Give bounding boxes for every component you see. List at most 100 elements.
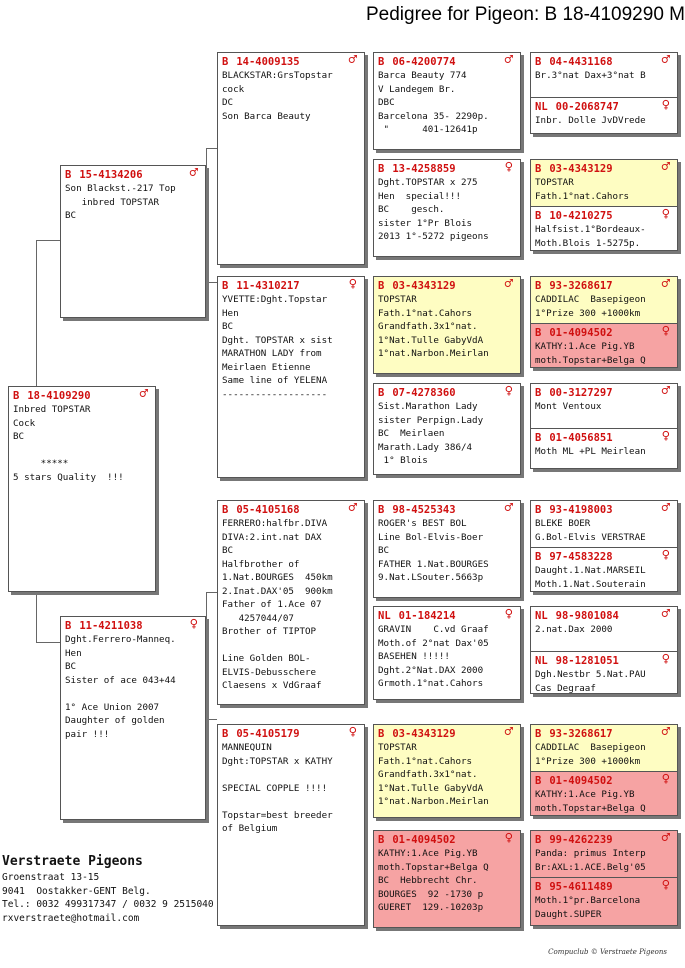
female-symbol-icon: ♀ bbox=[661, 547, 670, 563]
pigeon-notes: CADDILAC Basepigeon 1°Prize 300 +1000km bbox=[535, 294, 646, 319]
male-symbol-icon: ♂ bbox=[504, 53, 513, 68]
pigeon-notes: Dght.TOPSTAR x 275 Hen special!!! BC ges… bbox=[378, 177, 489, 242]
pigeon-notes: Inbr. Dolle JvDVrede bbox=[535, 115, 646, 126]
pigeon-notes: Barca Beauty 774 V Landegem Br. DBC Barc… bbox=[378, 70, 489, 135]
owner-phone[interactable]: Tel.: 0032 499317347 / 0032 9 2515040 bbox=[2, 899, 214, 910]
country-code: B bbox=[535, 834, 542, 846]
country-code: B bbox=[535, 551, 542, 563]
connector-line bbox=[206, 592, 207, 719]
band-number: 01-4056851 bbox=[549, 432, 613, 444]
country-code: B bbox=[222, 504, 229, 516]
country-code: B bbox=[535, 432, 542, 444]
country-code: B bbox=[378, 504, 385, 516]
country-code: NL bbox=[535, 610, 548, 622]
band-number: 00-2068747 bbox=[555, 101, 619, 113]
pigeon-notes: KATHY:1.Ace Pig.YB moth.Topstar+Belga Q … bbox=[378, 848, 489, 913]
pigeon-notes: TOPSTAR Fath.1°nat.Cahors Grandfath.3x1°… bbox=[378, 294, 489, 359]
country-code: B bbox=[535, 504, 542, 516]
pigeon-notes: Dght.Ferrero-Manneq. Hen BC Sister of ac… bbox=[65, 634, 176, 740]
owner-street: Groenstraat 13-15 bbox=[2, 872, 100, 883]
band-number: 11-4310217 bbox=[236, 280, 300, 292]
pigeon-notes: GRAVIN C.vd Graaf Moth.of 2°nat Dax'05 B… bbox=[378, 624, 489, 689]
country-code: B bbox=[378, 163, 385, 175]
pigeon-notes: 2.nat.Dax 2000 bbox=[535, 624, 613, 635]
country-code: B bbox=[378, 280, 385, 292]
band-number: 03-4343129 bbox=[549, 163, 613, 175]
band-number: 01-4094502 bbox=[549, 775, 613, 787]
band-number: 05-4105168 bbox=[236, 504, 300, 516]
band-number: 06-4200774 bbox=[392, 56, 456, 68]
page-title: Pedigree for Pigeon: B 18-4109290 M bbox=[366, 4, 685, 25]
male-symbol-icon: ♂ bbox=[661, 501, 670, 516]
female-symbol-icon: ♀ bbox=[504, 160, 513, 175]
female-symbol-icon: ♀ bbox=[661, 651, 670, 667]
female-symbol-icon: ♀ bbox=[661, 771, 670, 787]
connector-line bbox=[36, 240, 60, 241]
male-symbol-icon: ♂ bbox=[661, 160, 670, 175]
pigeon-notes: Sist.Marathon Lady sister Perpign.Lady B… bbox=[378, 401, 484, 466]
country-code: B bbox=[378, 728, 385, 740]
owner-email[interactable]: rxverstraete@hotmail.com bbox=[2, 912, 140, 924]
female-symbol-icon: ♀ bbox=[661, 206, 670, 222]
pigeon-card-g3-1[interactable]: B 06-4200774 ♂ Barca Beauty 774 V Landegem… bbox=[373, 52, 521, 150]
band-number: 07-4278360 bbox=[392, 387, 456, 399]
connector-line bbox=[36, 642, 60, 643]
male-symbol-icon: ♂ bbox=[348, 501, 357, 516]
pigeon-notes: TOPSTAR Fath.1°nat.Cahors Grandfath.3x1°… bbox=[378, 742, 489, 807]
pigeon-notes: ROGER's BEST BOL Line Bol-Elvis-Boer BC … bbox=[378, 518, 489, 583]
connector-line bbox=[36, 592, 37, 642]
owner-name: Verstraete Pigeons bbox=[2, 854, 143, 869]
pigeon-notes: Moth ML +PL Meirlean bbox=[535, 446, 646, 457]
band-number: 98-9801084 bbox=[555, 610, 619, 622]
female-symbol-icon: ♀ bbox=[189, 617, 198, 632]
pigeon-notes: Mont Ventoux bbox=[535, 401, 602, 412]
band-number: 15-4134206 bbox=[79, 169, 143, 181]
pigeon-card-g3-2[interactable]: B 13-4258859 ♀ Dght.TOPSTAR x 275 Hen spec… bbox=[373, 159, 521, 257]
band-number: 00-3127297 bbox=[549, 387, 613, 399]
connector-line bbox=[206, 592, 217, 593]
band-number: 01-4094502 bbox=[549, 327, 613, 339]
country-code: B bbox=[378, 56, 385, 68]
male-symbol-icon: ♂ bbox=[504, 277, 513, 292]
country-code: B bbox=[535, 881, 542, 893]
connector-line bbox=[206, 148, 217, 149]
country-code: NL bbox=[535, 101, 548, 113]
male-symbol-icon: ♂ bbox=[139, 387, 148, 402]
male-symbol-icon: ♂ bbox=[348, 53, 357, 68]
female-symbol-icon: ♀ bbox=[661, 877, 670, 893]
country-code: B bbox=[535, 728, 542, 740]
band-number: 13-4258859 bbox=[392, 163, 456, 175]
female-symbol-icon: ♀ bbox=[661, 323, 670, 339]
male-symbol-icon: ♂ bbox=[661, 53, 670, 68]
country-code: B bbox=[535, 163, 542, 175]
male-symbol-icon: ♂ bbox=[661, 725, 670, 740]
country-code: B bbox=[222, 56, 229, 68]
pigeon-notes: MANNEQUIN Dght:TOPSTAR x KATHY SPECIAL C… bbox=[222, 742, 333, 834]
pigeon-notes: Son Blackst.-217 Top inbred TOPSTAR BC bbox=[65, 183, 176, 221]
male-symbol-icon: ♂ bbox=[189, 166, 198, 181]
male-symbol-icon: ♂ bbox=[661, 831, 670, 846]
pigeon-notes: Br.3°nat Dax+3°nat B bbox=[535, 70, 646, 81]
